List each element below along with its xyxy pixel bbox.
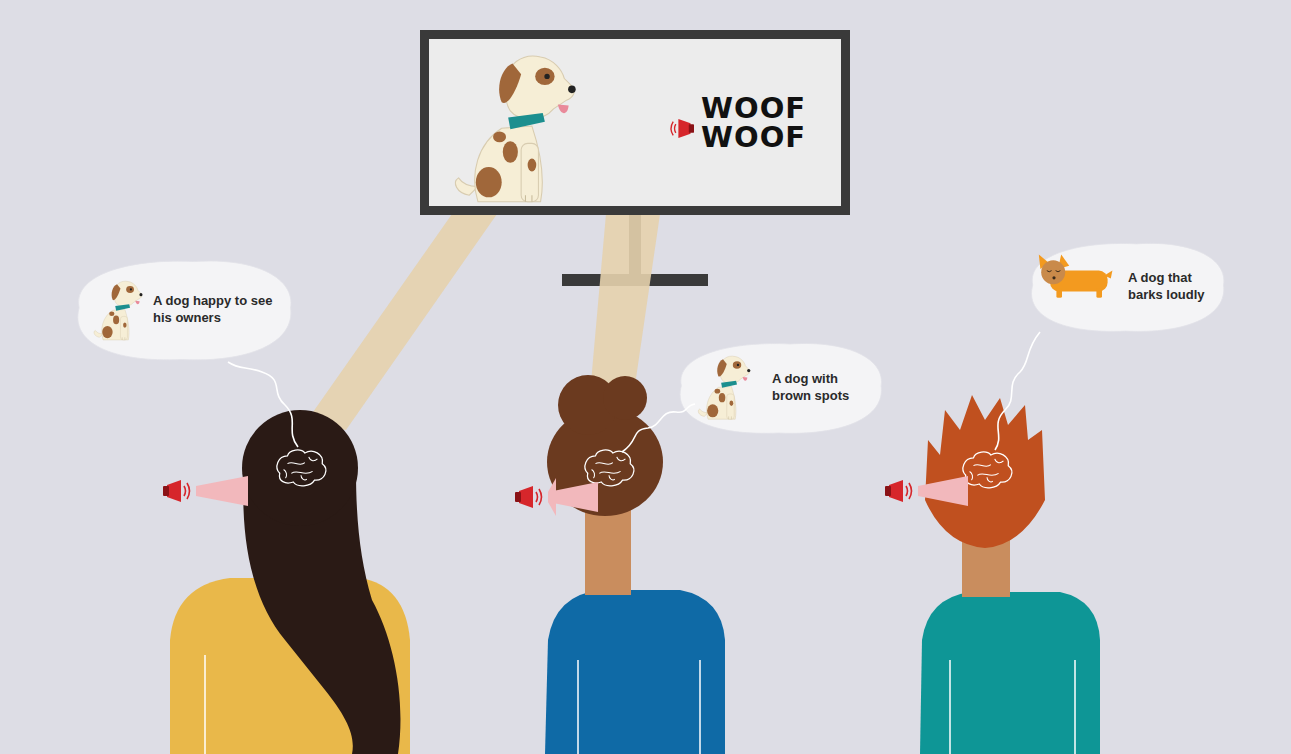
- sound-cone: [196, 476, 248, 506]
- bubble-shape: [1032, 243, 1224, 331]
- bubble-shape: [680, 343, 881, 433]
- thought-text: A dog that barks loudly: [1128, 270, 1220, 304]
- thought-bubble: A dog with brown spots: [668, 338, 890, 438]
- viewing-beam: [590, 214, 660, 394]
- middle-person: [545, 375, 725, 754]
- head-hair: [242, 410, 358, 526]
- right-person: [920, 395, 1100, 754]
- shirt-line: [949, 660, 951, 754]
- shirt-line: [699, 660, 701, 754]
- spiky-hair: [925, 395, 1045, 548]
- shirt-line: [1074, 660, 1076, 754]
- speaker-icon: [671, 119, 694, 138]
- dog-icon: [698, 356, 750, 419]
- sound-cone: [548, 482, 598, 512]
- brain-outline: [277, 450, 326, 486]
- thought-text: A dog happy to see his owners: [153, 293, 275, 327]
- bubble-shape: [78, 261, 291, 360]
- thought-bubble: A dog happy to see his owners: [65, 255, 300, 365]
- tv-screen: WOOF WOOF: [420, 30, 850, 215]
- thought-tail: [995, 332, 1040, 450]
- sound-text: WOOF WOOF: [701, 94, 816, 152]
- speaker-icon: [885, 480, 912, 502]
- teal-shirt: [920, 592, 1100, 754]
- brain-outline: [585, 450, 634, 486]
- dog-icon: [94, 281, 142, 340]
- left-person: [170, 410, 410, 754]
- thought-bubble: A dog that barks loudly: [1020, 238, 1232, 336]
- shirt-line: [204, 655, 206, 754]
- speaker-icon: [515, 486, 542, 508]
- viewing-beam: [306, 214, 497, 430]
- thought-tail: [622, 404, 695, 452]
- brain-outline: [963, 452, 1012, 488]
- speaker-icon: [163, 480, 190, 502]
- sound-cone: [918, 476, 968, 506]
- thought-tail: [228, 362, 298, 447]
- blue-shirt: [545, 590, 725, 754]
- shirt-line: [577, 660, 579, 754]
- dog-on-screen: [456, 56, 576, 202]
- corgi-icon: [1039, 255, 1113, 298]
- thought-text: A dog with brown spots: [772, 371, 868, 405]
- hair-bun: [603, 376, 647, 420]
